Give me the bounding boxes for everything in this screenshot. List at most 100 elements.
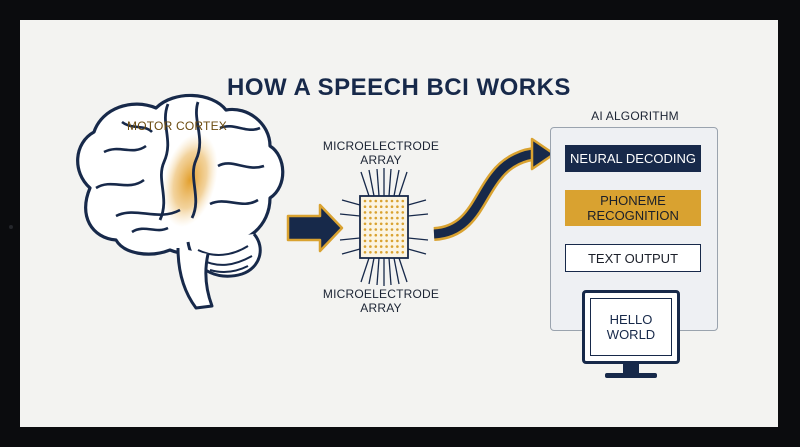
electrode-dot xyxy=(385,216,388,220)
electrode-dot xyxy=(369,211,372,214)
electrode-dot xyxy=(379,251,383,254)
electrode-dot xyxy=(401,228,405,231)
stage-text-output: TEXT OUTPUT xyxy=(565,244,701,272)
electrode-dot xyxy=(390,251,394,254)
electrode-dot xyxy=(369,205,372,208)
electrode-dot xyxy=(385,211,388,214)
electrode-dot xyxy=(390,216,394,220)
electrode-dot xyxy=(379,216,383,220)
array-label-bottom: MICROELECTRODE ARRAY xyxy=(322,287,440,315)
brain-icon xyxy=(76,93,285,310)
electrode-dot xyxy=(396,245,399,248)
electrode-dot xyxy=(379,233,383,237)
electrode-dot xyxy=(401,251,405,254)
electrode-dot xyxy=(379,222,383,226)
electrode-dot xyxy=(369,222,372,226)
camera-dot xyxy=(9,225,13,229)
electrode-dot xyxy=(363,251,367,254)
electrode-dot xyxy=(363,199,367,203)
electrode-dot xyxy=(390,228,394,231)
electrode-dot xyxy=(396,199,399,203)
electrode-dot xyxy=(390,222,394,226)
electrode-dot xyxy=(363,228,367,231)
electrode-dot xyxy=(374,205,378,208)
electrode-dot xyxy=(374,251,378,254)
electrode-dot xyxy=(374,245,378,248)
electrode-dot xyxy=(374,211,378,214)
electrode-dot xyxy=(369,199,372,203)
electrode-dot xyxy=(374,228,378,231)
electrode-dot xyxy=(369,216,372,220)
electrode-dot xyxy=(369,245,372,248)
electrode-dot xyxy=(369,239,372,243)
electrode-dot xyxy=(379,239,383,243)
electrode-dot xyxy=(401,233,405,237)
electrode-dot xyxy=(390,205,394,208)
electrode-dot xyxy=(363,233,367,237)
electrode-dot xyxy=(363,205,367,208)
brain-stem xyxy=(176,247,214,310)
electrode-grid xyxy=(363,199,405,254)
electrode-dot xyxy=(363,222,367,226)
motor-cortex-highlight xyxy=(162,133,218,227)
electrode-dot xyxy=(390,233,394,237)
monitor-screen-text: HELLO WORLD xyxy=(590,298,672,356)
monitor-icon: HELLO WORLD xyxy=(582,290,680,364)
electrode-dot xyxy=(385,251,388,254)
electrode-dot xyxy=(385,222,388,226)
electrode-dot xyxy=(363,211,367,214)
electrode-dot xyxy=(374,222,378,226)
electrode-dot xyxy=(396,216,399,220)
electrode-dot xyxy=(369,233,372,237)
electrode-dot xyxy=(396,233,399,237)
electrode-dot xyxy=(374,199,378,203)
electrode-dot xyxy=(374,233,378,237)
stage-phoneme-recognition: PHONEME RECOGNITION xyxy=(565,190,701,226)
electrode-dot xyxy=(396,211,399,214)
electrode-dot xyxy=(385,245,388,248)
electrode-dot xyxy=(363,245,367,248)
ai-algorithm-label: AI ALGORITHM xyxy=(591,109,679,123)
electrode-dot xyxy=(374,216,378,220)
motor-cortex-label: MOTOR CORTEX xyxy=(127,119,227,133)
diagram-title: HOW A SPEECH BCI WORKS xyxy=(227,74,571,101)
electrode-dot xyxy=(401,222,405,226)
electrode-dot xyxy=(396,251,399,254)
electrode-dot xyxy=(369,228,372,231)
electrode-dot xyxy=(385,205,388,208)
electrode-dot xyxy=(379,245,383,248)
electrode-dot xyxy=(363,239,367,243)
electrode-dot xyxy=(396,222,399,226)
electrode-dot xyxy=(369,251,372,254)
electrode-dot xyxy=(401,216,405,220)
electrode-dot xyxy=(390,199,394,203)
electrode-dot xyxy=(379,199,383,203)
electrode-dot xyxy=(379,211,383,214)
electrode-dot xyxy=(401,239,405,243)
electrode-dot xyxy=(379,228,383,231)
array-label-top: MICROELECTRODE ARRAY xyxy=(322,139,440,167)
electrode-dot xyxy=(374,239,378,243)
electrode-dot xyxy=(390,239,394,243)
monitor-stand xyxy=(623,364,639,373)
electrode-dot xyxy=(385,199,388,203)
electrode-dot xyxy=(401,205,405,208)
microelectrode-array-icon xyxy=(339,168,429,286)
diagram-screen: HOW A SPEECH BCI WORKS xyxy=(20,20,778,427)
electrode-dot xyxy=(396,239,399,243)
monitor-base xyxy=(605,373,657,378)
electrode-dot xyxy=(390,245,394,248)
electrode-dot xyxy=(385,228,388,231)
electrode-dot xyxy=(363,216,367,220)
electrode-dot xyxy=(385,233,388,237)
electrode-dot xyxy=(401,211,405,214)
electrode-dot xyxy=(390,211,394,214)
electrode-dot xyxy=(401,245,405,248)
electrode-dot xyxy=(396,228,399,231)
electrode-dot xyxy=(401,199,405,203)
stage-neural-decoding: NEURAL DECODING xyxy=(565,145,701,172)
arrow-right-icon xyxy=(286,203,344,253)
diagram-artwork xyxy=(76,93,556,310)
electrode-dot xyxy=(385,239,388,243)
